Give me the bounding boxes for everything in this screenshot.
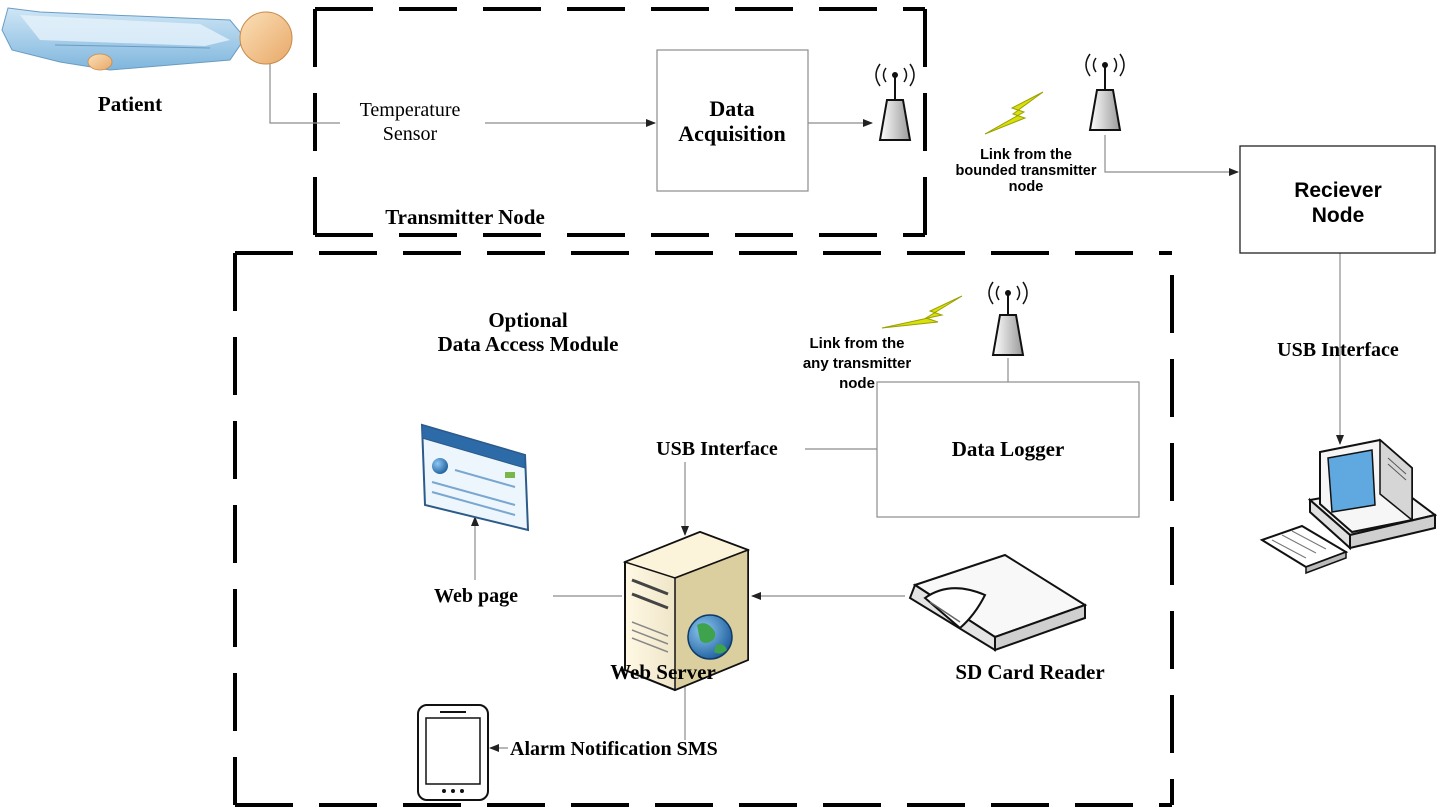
patient-to-sensor-line	[269, 55, 340, 124]
computer-icon	[1259, 438, 1437, 575]
data-acquisition-line-1: Data	[709, 96, 754, 121]
connectors	[269, 55, 1344, 752]
transmitter-antenna-icon	[875, 63, 915, 141]
link-any-line-1: Link from the	[809, 335, 904, 352]
data-logger-label: Data Logger	[952, 437, 1065, 461]
web-server-label: Web Server	[610, 660, 716, 684]
web-page-label: Web page	[434, 585, 518, 607]
smartphone-icon	[417, 704, 489, 801]
temperature-sensor-line-1: Temperature	[360, 99, 461, 121]
receiver-node-label: Reciever Node	[1294, 179, 1382, 227]
receiver-antenna-icon	[1085, 53, 1125, 131]
logger-antenna-icon	[988, 281, 1028, 356]
receiver-node-line-1: Reciever	[1294, 179, 1382, 202]
alarm-sms-label: Alarm Notification SMS	[510, 738, 718, 760]
data-acquisition-line-2: Acquisition	[678, 121, 786, 146]
optional-module-line-1: Optional	[488, 308, 568, 332]
logger-wireless-bolt-icon	[881, 295, 963, 329]
data-access-module-border	[233, 251, 1174, 807]
transmitter-node-border	[313, 7, 927, 237]
sd-card-reader-icon	[908, 553, 1088, 652]
antenna-to-receiver-arrow	[1104, 135, 1239, 176]
link-bounded-line-1: Link from the	[980, 147, 1072, 163]
link-any-line-2: any transmitter	[803, 355, 912, 372]
receiver-node-line-2: Node	[1312, 204, 1365, 227]
transmitter-node-label: Transmitter Node	[385, 205, 545, 229]
patient-icon	[1, 7, 293, 71]
patient-label: Patient	[98, 92, 162, 116]
usb-interface-left-label: USB Interface	[656, 438, 778, 460]
link-bounded-line-2: bounded transmitter	[956, 163, 1097, 179]
sd-card-reader-label: SD Card Reader	[955, 660, 1104, 684]
link-bounded-label: Link from the bounded transmitter node	[956, 147, 1097, 195]
data-acquisition-box	[656, 49, 809, 192]
link-bounded-line-3: node	[1009, 179, 1044, 195]
optional-module-label: Optional Data Access Module	[438, 308, 619, 356]
temperature-sensor-label: Temperature Sensor	[360, 99, 461, 145]
usb-interface-right-label: USB Interface	[1277, 339, 1399, 361]
web-page-icon	[420, 423, 530, 532]
receiver-node-box	[1239, 145, 1436, 254]
web-server-icon	[622, 530, 751, 692]
data-acquisition-label: Data Acquisition	[678, 96, 786, 146]
link-any-label: Link from the any transmitter node	[803, 335, 912, 392]
wireless-link-bolt-icon	[984, 91, 1044, 135]
optional-module-line-2: Data Access Module	[438, 332, 619, 356]
data-logger-box	[876, 381, 1140, 518]
temperature-sensor-line-2: Sensor	[383, 123, 438, 145]
link-any-line-3: node	[839, 375, 875, 392]
